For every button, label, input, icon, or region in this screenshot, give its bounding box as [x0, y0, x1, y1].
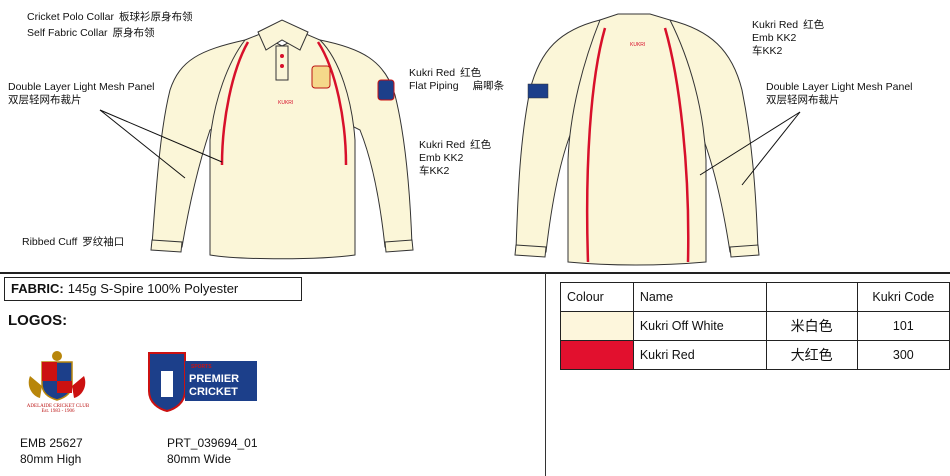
row-code: 300 [856, 340, 950, 370]
collar-note: Cricket Polo Collar 板球衫原身布领 [27, 11, 192, 24]
front-shirt: KUKRI [150, 19, 414, 260]
ribbed-cuff-note-en: Ribbed Cuff [22, 236, 78, 248]
header-colour: Colour [560, 282, 634, 312]
back-kukri-logo: KUKRI [630, 42, 645, 48]
emb-back-note: Kukri Red 红色 Emb KK2 车KK2 [752, 19, 824, 58]
back-piping-left [585, 27, 607, 263]
premier-text: PREMIER [189, 373, 239, 385]
cricket-text: CRICKET [189, 386, 238, 398]
flat-piping-note: Kukri Red 红色 Flat Piping 扁唧条 [409, 67, 504, 93]
back-left-cuff [514, 244, 547, 258]
row-cn: 大红色 [765, 340, 858, 370]
premier-cricket-icon: SPORTS PREMIER CRICKET [148, 352, 257, 413]
front-piping-left [220, 41, 250, 166]
back-body [567, 13, 707, 266]
back-piping-right [663, 27, 690, 263]
mesh-note-left: Double Layer Light Mesh Panel 双层轻网布裁片 [8, 81, 155, 107]
emb-front-line1: Kukri Red [419, 139, 466, 151]
mesh-note-left-cn: 双层轻网布裁片 [8, 94, 82, 106]
front-kukri-logo: KUKRI [278, 100, 293, 106]
mesh-note-right: Double Layer Light Mesh Panel 双层轻网布裁片 [766, 81, 913, 107]
swatch-off-white [560, 311, 634, 341]
svg-text:SPORTS: SPORTS [191, 364, 212, 370]
self-fabric-note: Self Fabric Collar 原身布领 [27, 27, 155, 40]
crest-club-text: ADELAIDE CRICKET CLUB Est. 1983 - 1906 [16, 404, 100, 414]
colour-table-header: Colour Name Kukri Code [560, 282, 950, 312]
logo2-code: PRT_039694_01 [167, 436, 258, 450]
garment-drawings: KUKRI KUKRI [99, 13, 801, 266]
table-row: Kukri Red 大红色 300 [560, 340, 950, 370]
crest-club-name: ADELAIDE CRICKET CLUB [26, 404, 90, 409]
mesh-note-right-cn: 双层轻网布裁片 [766, 94, 840, 106]
back-right-cuff [729, 244, 760, 258]
front-placket [275, 45, 289, 81]
ribbed-cuff-note: Ribbed Cuff 罗纹袖口 [22, 236, 124, 249]
header-name: Name [632, 282, 767, 312]
swatch-red [560, 340, 634, 370]
vertical-divider [545, 273, 546, 476]
back-sleeve-badge-logo [527, 83, 549, 99]
flat-piping-line1: Kukri Red [409, 67, 456, 79]
leader-lines [99, 109, 801, 186]
front-crest-logo [311, 65, 331, 89]
premier-cricket-logo: SPORTS PREMIER CRICKET [147, 351, 259, 413]
flat-piping-line1-cn: 红色 [460, 67, 482, 79]
row-name: Kukri Off White [632, 311, 767, 341]
emb-front-line3: 车KK2 [419, 165, 450, 177]
emb-back-line3: 车KK2 [752, 45, 783, 57]
row-code: 101 [856, 311, 950, 341]
fabric-value: 145g S-Spire 100% Polyester [67, 281, 239, 296]
mesh-note-right-en: Double Layer Light Mesh Panel [766, 81, 913, 93]
row-cn: 米白色 [765, 311, 858, 341]
row-name: Kukri Red [632, 340, 767, 370]
table-row: Kukri Off White 米白色 101 [560, 311, 950, 341]
front-left-cuff [150, 239, 183, 253]
ribbed-cuff-note-cn: 罗纹袖口 [82, 236, 125, 248]
emb-front-line2: Emb KK2 [419, 152, 464, 164]
emb-front-note: Kukri Red 红色 Emb KK2 车KK2 [419, 139, 491, 178]
emb-back-line1-cn: 红色 [803, 19, 825, 31]
self-fabric-note-cn: 原身布领 [112, 27, 155, 39]
collar-note-cn: 板球衫原身布领 [118, 11, 193, 23]
adelaide-crest-logo [22, 346, 92, 410]
emb-back-line2: Emb KK2 [752, 32, 797, 44]
crest-est: Est. 1983 - 1906 [41, 409, 75, 414]
back-left-sleeve [515, 19, 601, 253]
back-shirt: KUKRI [514, 13, 760, 266]
header-blank [765, 282, 858, 312]
collar-note-en: Cricket Polo Collar [27, 11, 114, 23]
front-collar [257, 19, 309, 51]
crest-icon [28, 351, 86, 401]
emb-front-line1-cn: 红色 [470, 139, 492, 151]
emb-back-line1: Kukri Red [752, 19, 799, 31]
logo2-size: 80mm Wide [167, 452, 232, 466]
flat-piping-line2-cn: 扁唧条 [472, 80, 505, 92]
fabric-label: FABRIC: [11, 281, 64, 296]
self-fabric-note-en: Self Fabric Collar [27, 27, 108, 39]
front-body [209, 33, 356, 260]
logo1-code: EMB 25627 [20, 436, 83, 450]
front-piping-right [316, 41, 348, 166]
logo1-caption: EMB 25627 80mm High [20, 435, 83, 467]
front-right-cuff [384, 239, 414, 253]
colour-table: Colour Name Kukri Code Kukri Off White 米… [560, 282, 950, 370]
section-divider [0, 272, 950, 274]
flat-piping-line2: Flat Piping [409, 80, 459, 92]
sleeve-badge-logo [377, 79, 395, 101]
logos-title: LOGOS: [8, 312, 68, 329]
logo2-caption: PRT_039694_01 80mm Wide [167, 435, 258, 467]
fabric-box: FABRIC:145g S-Spire 100% Polyester [4, 277, 302, 301]
header-kukri-code: Kukri Code [856, 282, 950, 312]
mesh-note-left-en: Double Layer Light Mesh Panel [8, 81, 155, 93]
logo1-size: 80mm High [20, 452, 82, 466]
